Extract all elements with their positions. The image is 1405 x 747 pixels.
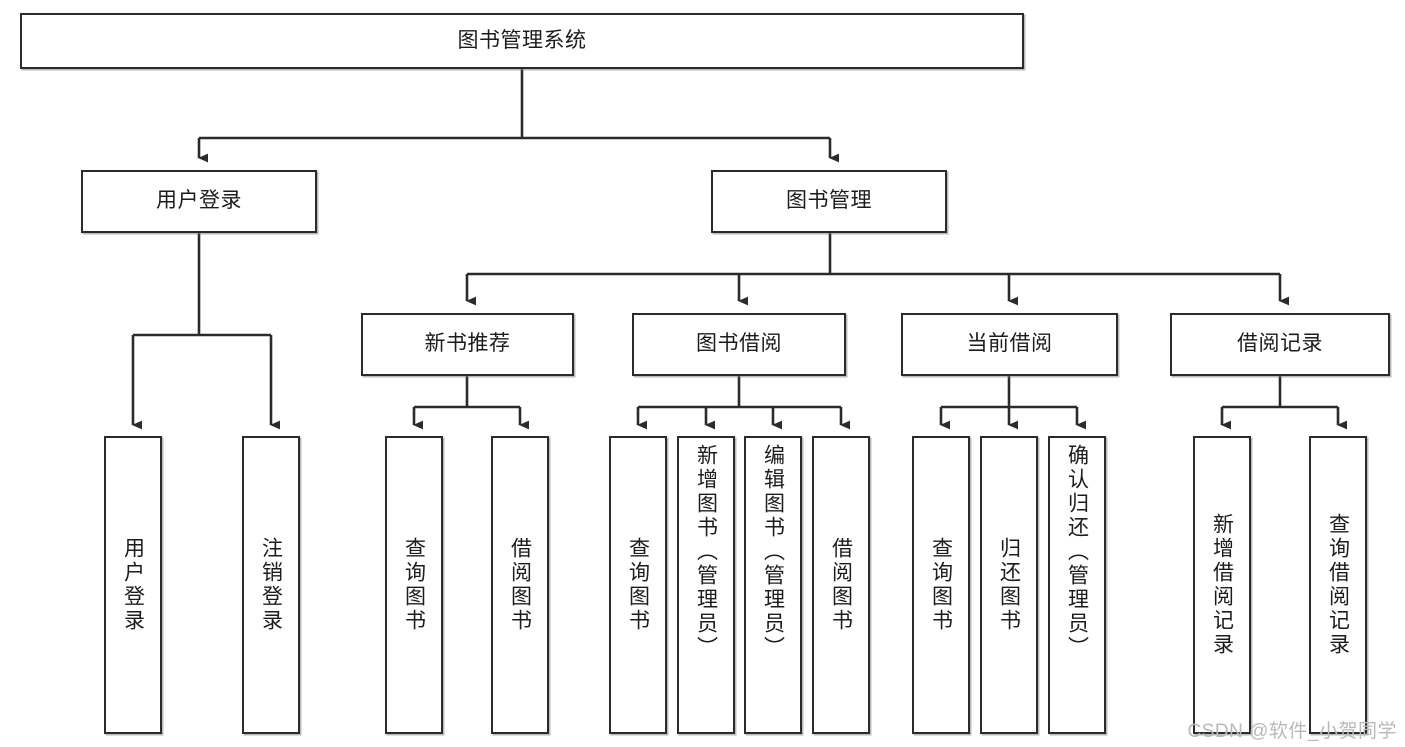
node-root-label: 图书管理系统: [457, 28, 587, 52]
node-leaf-query-book-1-label: 查询图书: [402, 537, 426, 633]
node-leaf-confirm-return-label: 确认归还（管理员）: [1065, 444, 1089, 660]
node-leaf-user-logout[interactable]: 注销登录: [242, 436, 300, 734]
node-leaf-query-book-3-label: 查询图书: [929, 537, 953, 633]
node-leaf-borrow-book-2[interactable]: 借阅图书: [812, 436, 870, 734]
node-leaf-borrow-book-2-label: 借阅图书: [829, 537, 853, 633]
node-leaf-edit-book[interactable]: 编辑图书（管理员）: [744, 436, 802, 734]
node-leaf-add-book[interactable]: 新增图书（管理员）: [677, 436, 735, 734]
node-leaf-user-logout-label: 注销登录: [259, 537, 283, 633]
node-book-borrow[interactable]: 图书借阅: [632, 313, 846, 376]
node-leaf-add-record[interactable]: 新增借阅记录: [1193, 436, 1251, 734]
node-leaf-borrow-book-1-label: 借阅图书: [508, 537, 532, 633]
node-user-login-label: 用户登录: [156, 189, 242, 213]
node-root[interactable]: 图书管理系统: [20, 13, 1024, 69]
node-leaf-edit-book-label: 编辑图书（管理员）: [761, 444, 785, 660]
node-leaf-query-book-2[interactable]: 查询图书: [609, 436, 667, 734]
node-leaf-add-book-label: 新增图书（管理员）: [694, 444, 718, 660]
node-book-manage-label: 图书管理: [786, 189, 872, 213]
node-leaf-borrow-book-1[interactable]: 借阅图书: [491, 436, 549, 734]
node-borrow-record[interactable]: 借阅记录: [1170, 313, 1390, 376]
node-new-book-rec-label: 新书推荐: [424, 332, 511, 356]
node-leaf-query-book-1[interactable]: 查询图书: [385, 436, 443, 734]
node-current-borrow-label: 当前借阅: [966, 332, 1053, 356]
node-leaf-query-book-3[interactable]: 查询图书: [912, 436, 970, 734]
node-leaf-return-book-label: 归还图书: [997, 537, 1021, 633]
node-book-manage[interactable]: 图书管理: [711, 170, 947, 233]
node-new-book-rec[interactable]: 新书推荐: [361, 313, 574, 376]
node-leaf-query-record-label: 查询借阅记录: [1326, 513, 1350, 657]
node-leaf-add-record-label: 新增借阅记录: [1210, 513, 1234, 657]
node-leaf-return-book[interactable]: 归还图书: [980, 436, 1038, 734]
node-leaf-query-record[interactable]: 查询借阅记录: [1309, 436, 1367, 734]
node-borrow-record-label: 借阅记录: [1237, 332, 1323, 356]
node-leaf-user-login[interactable]: 用户登录: [104, 436, 162, 734]
node-leaf-confirm-return[interactable]: 确认归还（管理员）: [1048, 436, 1106, 734]
node-leaf-query-book-2-label: 查询图书: [626, 537, 650, 633]
node-user-login[interactable]: 用户登录: [81, 170, 317, 233]
watermark-text: CSDN @软件_小贺同学: [1187, 721, 1397, 742]
node-leaf-user-login-label: 用户登录: [121, 537, 145, 633]
node-current-borrow[interactable]: 当前借阅: [901, 313, 1118, 376]
node-book-borrow-label: 图书借阅: [696, 332, 782, 356]
